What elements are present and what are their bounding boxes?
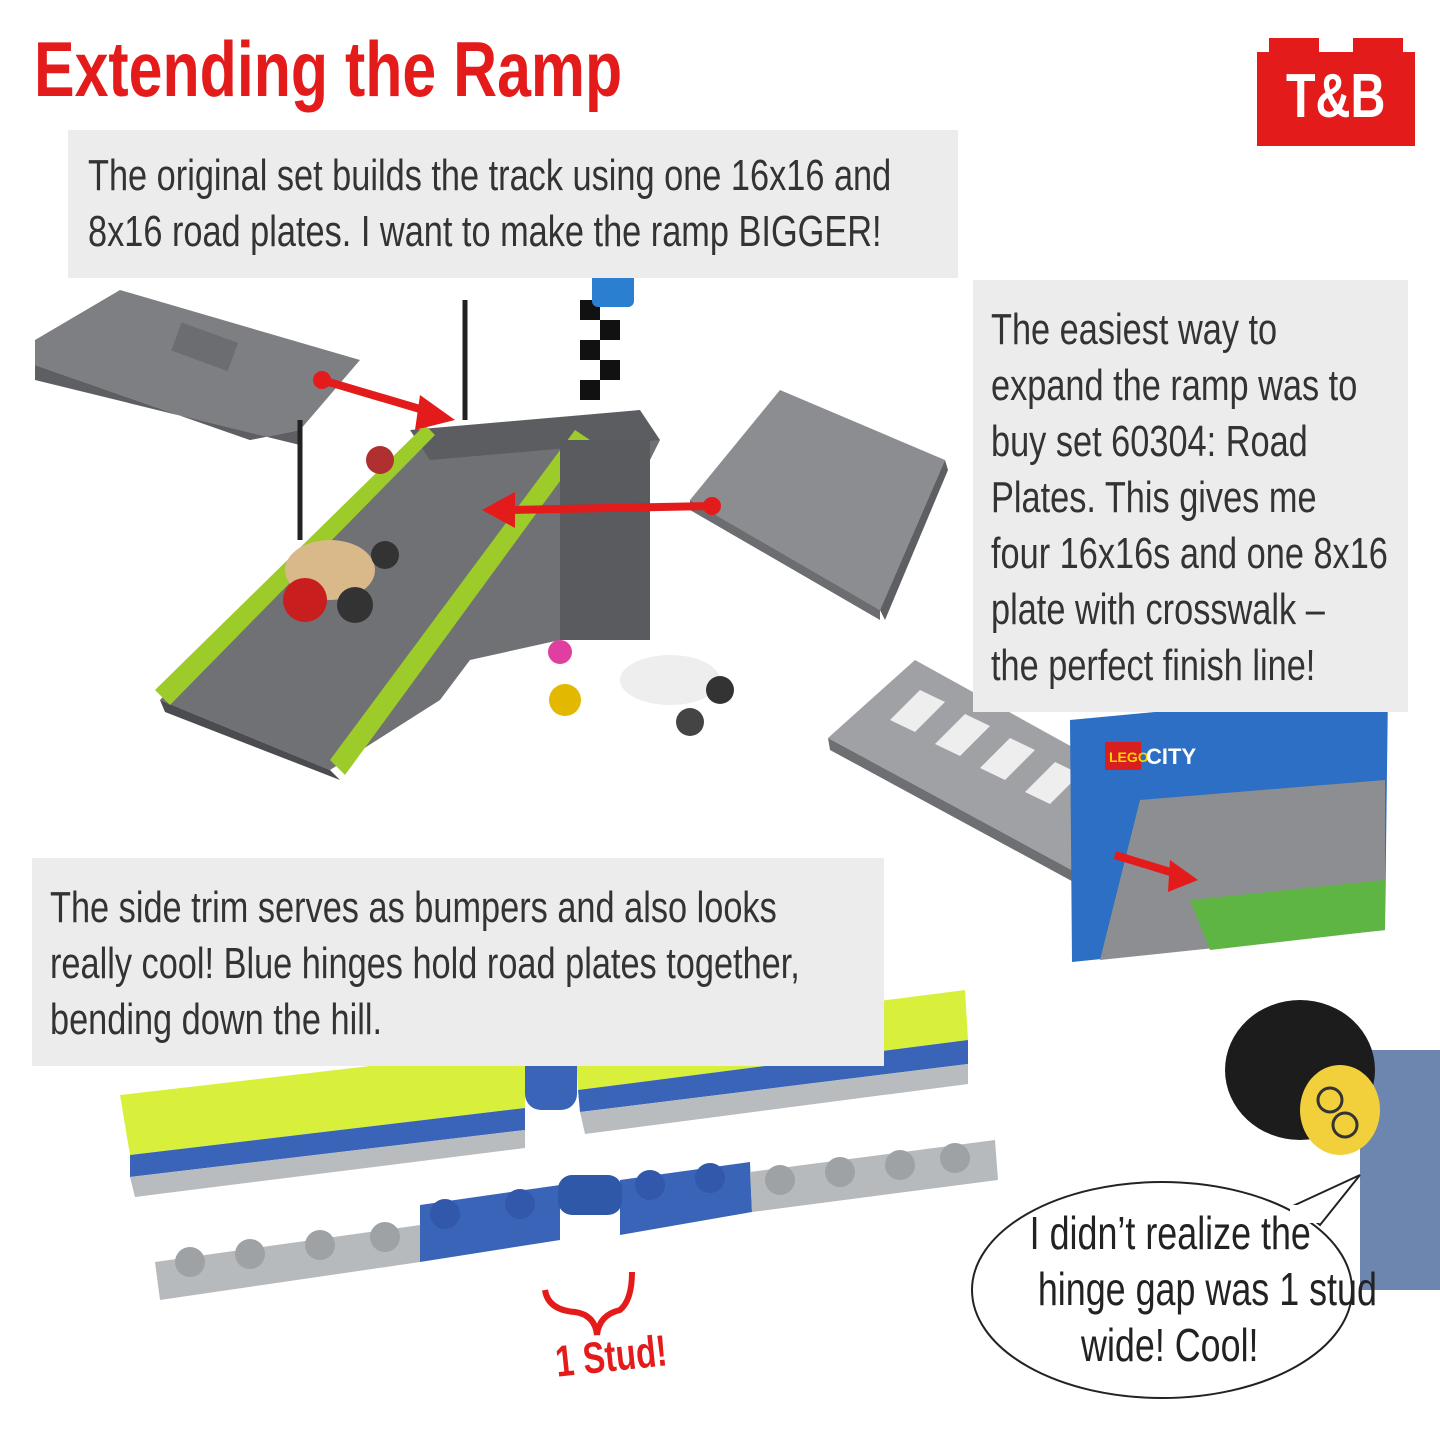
tb-logo: T&B: [1257, 38, 1415, 146]
text-line: four 16x16s and one 8x16: [991, 529, 1388, 578]
text-line: Plates. This gives me: [991, 473, 1317, 522]
intro-text-box: The original set builds the track using …: [68, 130, 958, 278]
city-logo: CITY: [1146, 744, 1196, 769]
text-line: hinge gap was 1 stud: [1037, 1263, 1377, 1315]
text-line: expand the ramp was to: [991, 361, 1358, 410]
brace-icon: [542, 1271, 635, 1336]
ramp-set-model: [155, 265, 734, 780]
arrow-to-ramp-top: [313, 371, 455, 430]
text-line: bending down the hill.: [50, 995, 383, 1044]
speech-bubble: [971, 1174, 1361, 1399]
road-plate-left: [35, 290, 360, 445]
lego-logo: LEGO: [1109, 749, 1149, 765]
text-line: really cool! Blue hinges hold road plate…: [50, 939, 800, 988]
text-line: the perfect finish line!: [991, 641, 1316, 690]
crosswalk-plate: [828, 660, 1150, 892]
text-line: I didn’t realize the: [1029, 1207, 1311, 1259]
logo-text: T&B: [1286, 62, 1386, 131]
page-title: Extending the Ramp: [34, 25, 623, 113]
text-line: 8x16 road plates. I want to make the ram…: [88, 207, 882, 256]
text-line: buy set 60304: Road: [991, 417, 1308, 466]
expand-text-box: The easiest way to expand the ramp was t…: [973, 280, 1408, 712]
text-line: The side trim serves as bumpers and also…: [50, 883, 777, 932]
trim-text-box: The side trim serves as bumpers and also…: [32, 858, 884, 1066]
road-plates-product-box: LEGO CITY: [1070, 690, 1388, 962]
text-line: The easiest way to: [991, 305, 1278, 354]
arrow-to-ramp-middle: [482, 492, 721, 528]
text-line: wide! Cool!: [1081, 1319, 1259, 1371]
logo-stud: [1269, 38, 1319, 54]
road-plate-right: [690, 390, 948, 620]
text-line: The original set builds the track using …: [88, 151, 892, 200]
text-line: plate with crosswalk –: [991, 585, 1325, 634]
hinge-plate-model: [155, 1140, 998, 1300]
minifigure-avatar: [1225, 1000, 1440, 1290]
logo-stud: [1353, 38, 1403, 54]
speech-bubble-text: I didn’t realize the hinge gap was 1 stu…: [990, 1205, 1377, 1373]
